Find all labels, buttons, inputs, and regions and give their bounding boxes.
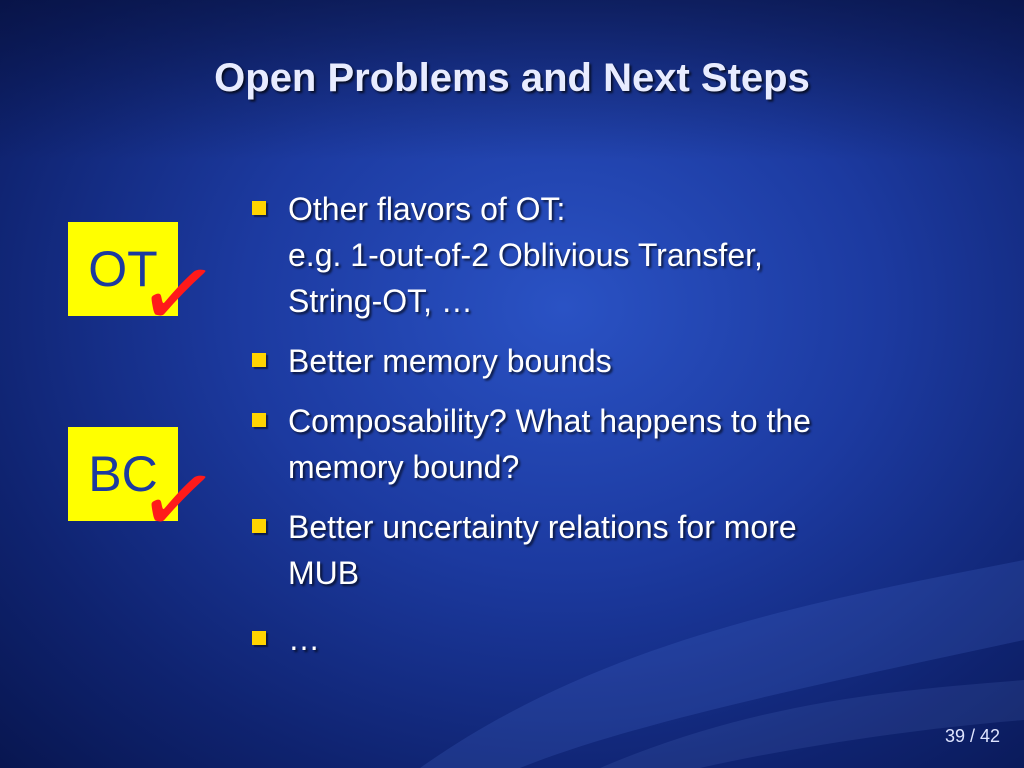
top-shade [0,0,1024,160]
square-bullet-icon [252,201,266,215]
square-bullet-icon [252,519,266,533]
bullet-item: Better memory bounds [250,338,970,384]
bc-badge-label: BC [88,446,158,502]
bullet-item: … [250,616,970,662]
square-bullet-icon [252,353,266,367]
bullet-line: … [288,621,320,657]
check-icon: ✓ [130,438,226,562]
check-icon: ✓ [130,232,226,356]
bullet-list: Other flavors of OT: e.g. 1-out-of-2 Obl… [250,186,970,676]
ot-badge-label: OT [88,241,158,297]
bullet-line: memory bound? [288,449,520,485]
slide-title: Open Problems and Next Steps [214,56,810,100]
bullet-item: Composability? What happens to the memor… [250,398,970,490]
bullet-item: Better uncertainty relations for more MU… [250,504,970,596]
page-number: 39 / 42 [944,726,1000,746]
bullet-line: Other flavors of OT: [288,191,566,227]
ot-badge: OT [68,222,178,316]
bullet-item: Other flavors of OT: e.g. 1-out-of-2 Obl… [250,186,970,324]
bullet-line: e.g. 1-out-of-2 Oblivious Transfer, [288,237,763,273]
square-bullet-icon [252,413,266,427]
bc-badge: BC [68,427,178,521]
bullet-line: MUB [288,555,360,591]
bullet-line: Better uncertainty relations for more [288,509,797,545]
bullet-line: Better memory bounds [288,343,612,379]
bullet-line: String-OT, … [288,283,473,319]
square-bullet-icon [252,631,266,645]
bullet-line: Composability? What happens to the [288,403,811,439]
